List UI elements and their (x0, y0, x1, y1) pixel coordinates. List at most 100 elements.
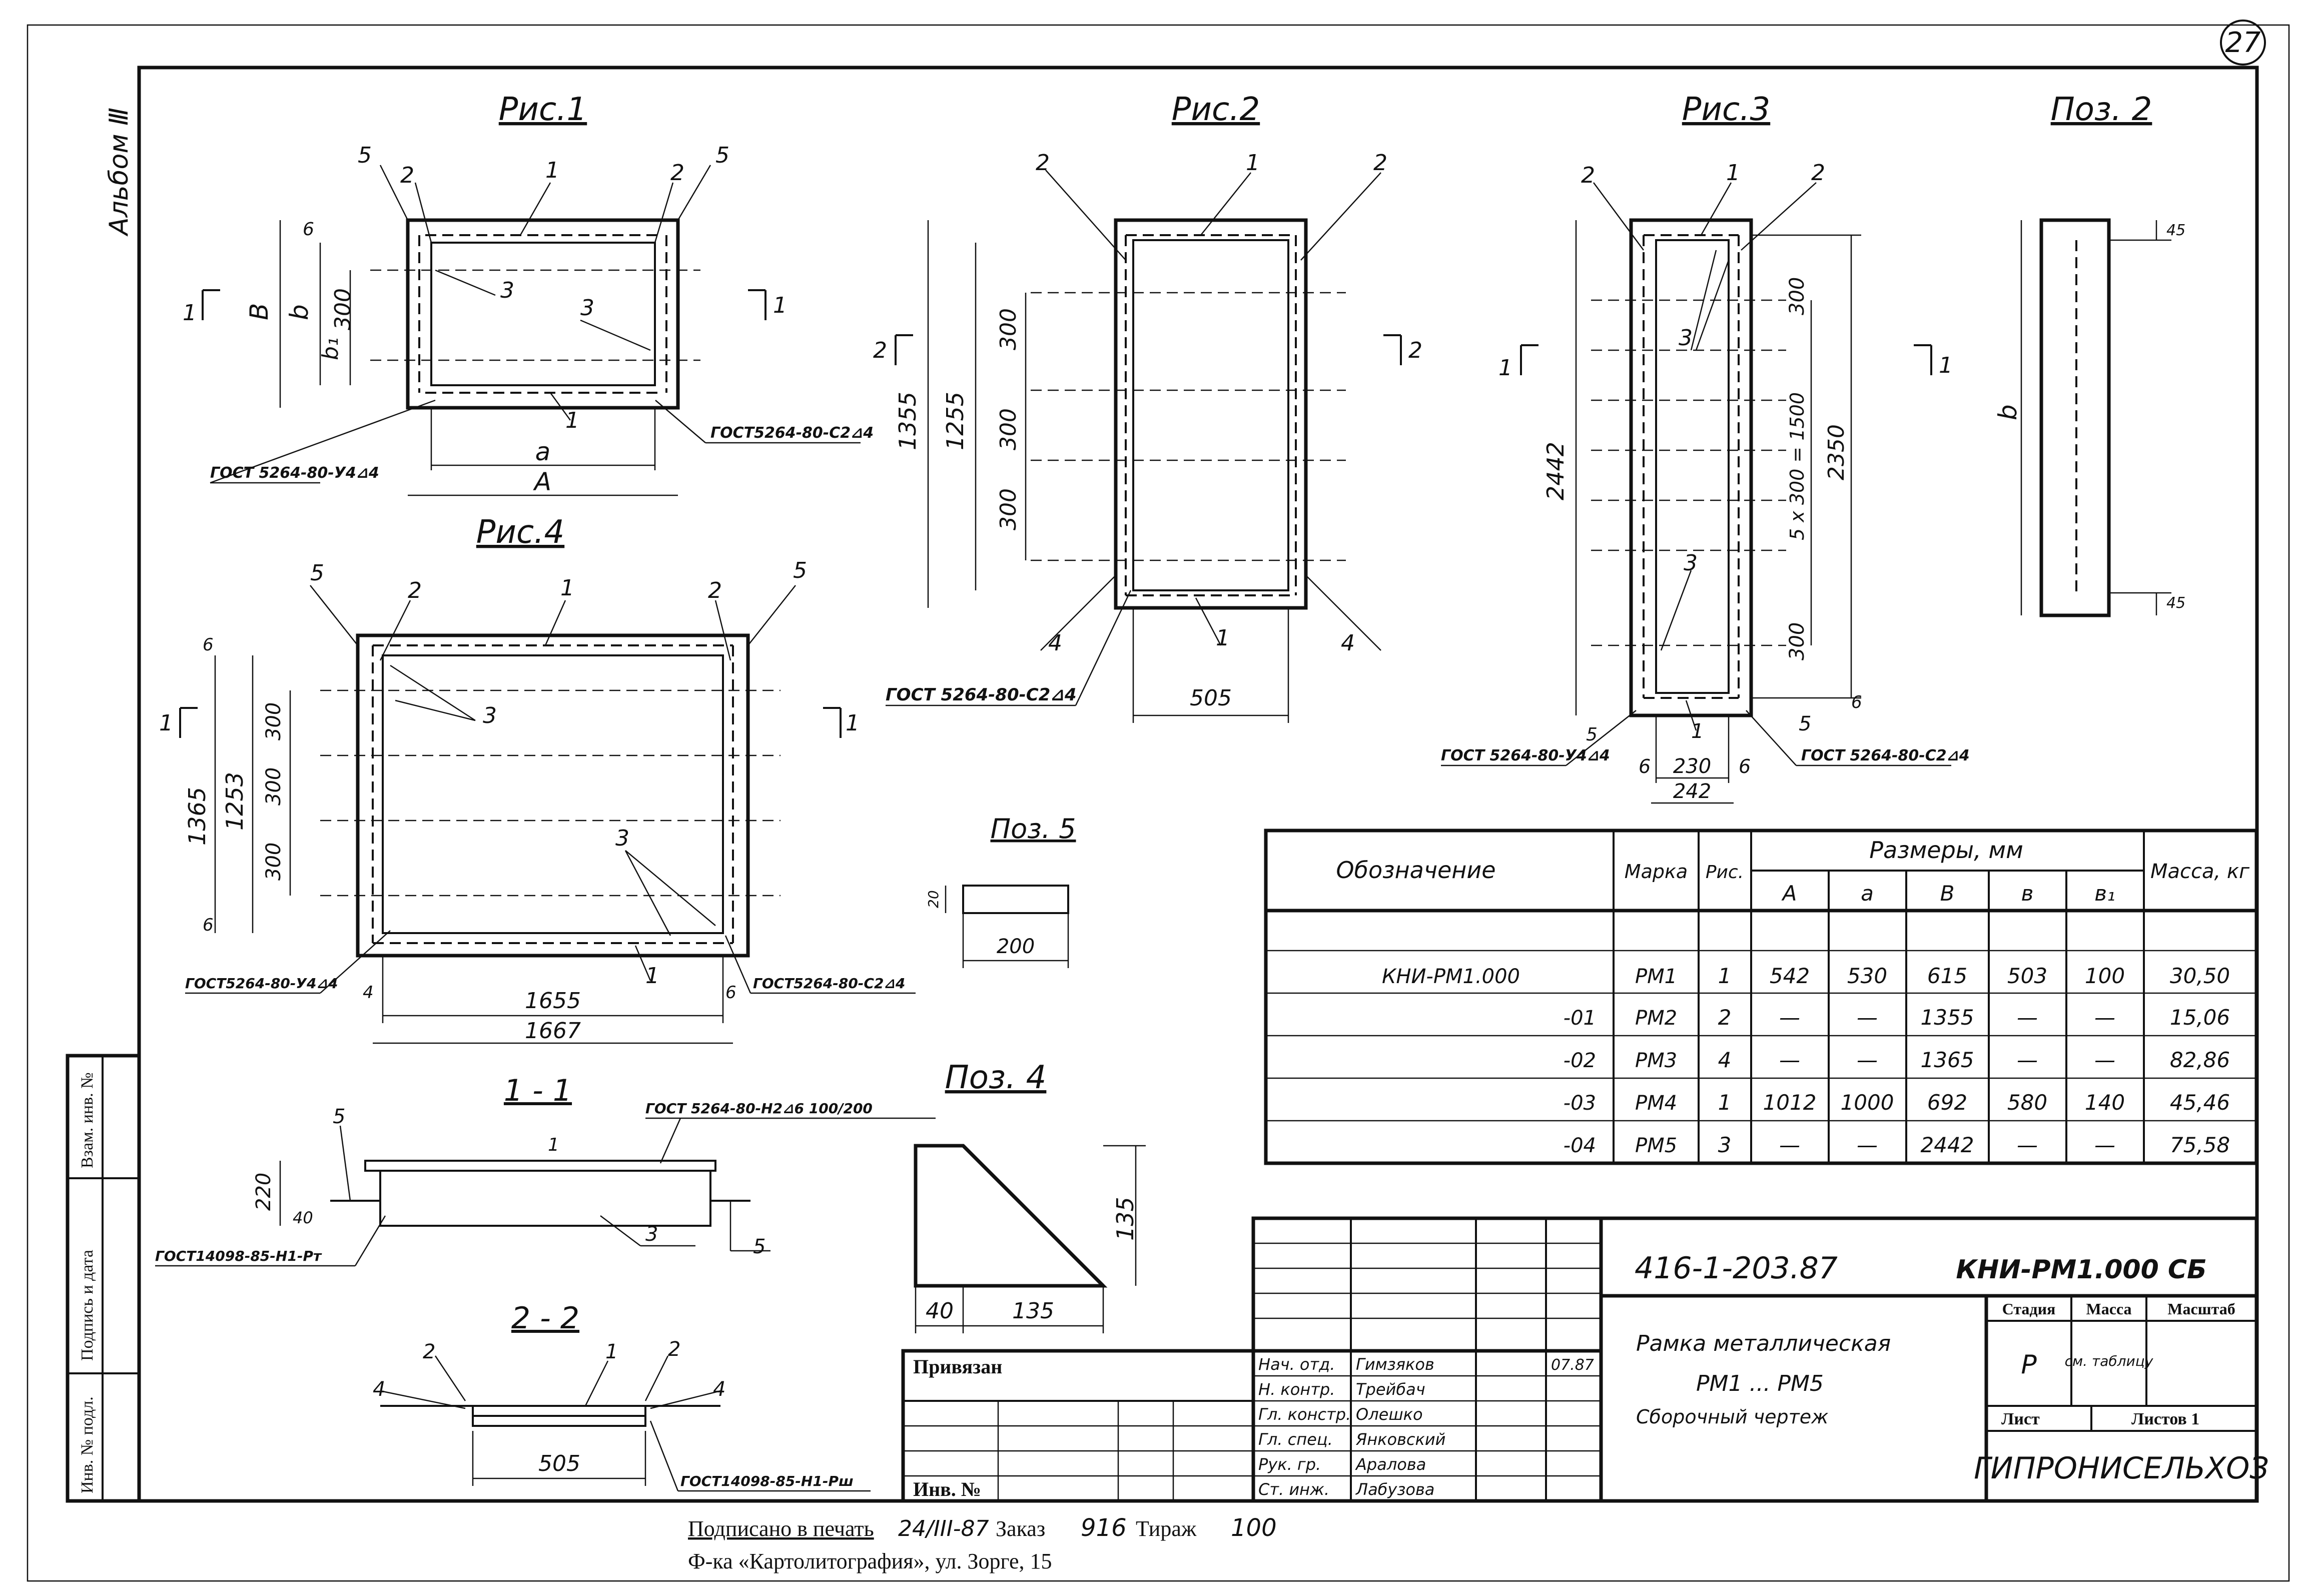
item-name-1: Рамка металлическая (1636, 1331, 1891, 1356)
cell-size: — (2017, 1133, 2038, 1157)
cell-size: — (1779, 1133, 1800, 1157)
svg-text:2: 2 (670, 160, 684, 186)
svg-text:1: 1 (159, 710, 173, 736)
svg-text:2: 2 (1373, 150, 1387, 176)
svg-text:2: 2 (873, 338, 887, 363)
th-mass: Масса, кг (2150, 860, 2250, 883)
svg-text:1255: 1255 (942, 392, 969, 450)
signer-name: Лабузова (1355, 1480, 1434, 1499)
cell-size: — (1857, 1005, 1878, 1030)
svg-text:2: 2 (1811, 160, 1825, 186)
svg-text:1: 1 (183, 300, 197, 326)
cell-mass: 45,46 (2170, 1090, 2230, 1115)
svg-text:1365: 1365 (184, 787, 211, 846)
svg-text:505: 505 (1190, 685, 1232, 711)
svg-text:1667: 1667 (525, 1018, 581, 1044)
cell-size: — (2017, 1048, 2038, 1072)
cell-mark: РМ5 (1635, 1134, 1677, 1157)
org-name: ГИПРОНИСЕЛЬХОЗ (1974, 1451, 2269, 1486)
svg-text:ГОСТ5264-80-С2⊿4: ГОСТ5264-80-С2⊿4 (753, 975, 905, 992)
cell-designation: -01 (1564, 1007, 1596, 1030)
svg-text:b: b (285, 304, 314, 320)
svg-text:505: 505 (538, 1451, 580, 1476)
svg-text:Стадия: Стадия (2002, 1300, 2056, 1318)
svg-text:135: 135 (1112, 1197, 1139, 1241)
svg-text:40: 40 (926, 1298, 954, 1324)
svg-text:ГОСТ 5264-80-У4⊿4: ГОСТ 5264-80-У4⊿4 (210, 464, 379, 482)
fig2-outer-rect (1114, 218, 1308, 610)
svg-text:3: 3 (615, 826, 629, 851)
signer-role: Нач. отд. (1258, 1355, 1335, 1374)
svg-text:2350: 2350 (1824, 424, 1849, 480)
svg-text:5: 5 (1799, 712, 1811, 735)
svg-text:2 - 2: 2 - 2 (511, 1301, 579, 1336)
th-size-col: А (1781, 881, 1797, 906)
tied-label: Привязан (913, 1355, 1002, 1378)
svg-text:ГОСТ 5264-80-Н2⊿6 100/200: ГОСТ 5264-80-Н2⊿6 100/200 (645, 1100, 873, 1117)
fig3-inner-rect (1655, 239, 1730, 694)
svg-text:6: 6 (725, 983, 736, 1003)
cell-fig: 2 (1718, 1005, 1732, 1030)
signer-name: Янковский (1355, 1430, 1445, 1449)
svg-text:1355: 1355 (894, 392, 921, 450)
svg-text:Подписано в печать: Подписано в печать (688, 1516, 874, 1541)
svg-text:5 х 300 = 1500: 5 х 300 = 1500 (1786, 392, 1808, 540)
cell-size: — (2094, 1048, 2115, 1072)
cell-mark: РМ4 (1635, 1092, 1677, 1115)
svg-text:4: 4 (1341, 630, 1355, 656)
svg-text:1: 1 (545, 158, 559, 183)
cell-size: — (2017, 1005, 2038, 1030)
section-2-2: 2 - 2 505 2 2 1 4 4 ГОСТ14098-85-Н1-Рш (373, 1301, 871, 1492)
svg-text:5: 5 (1586, 724, 1598, 745)
svg-text:b: b (1993, 404, 2022, 420)
project-code: 416-1-203.87 (1635, 1251, 1838, 1286)
svg-text:1: 1 (773, 293, 787, 318)
section-1-1: 1 - 1 220 40 5 1 3 5 ГОСТ 5264-80-Н2⊿6 1… (155, 1073, 936, 1267)
svg-text:6: 6 (303, 219, 314, 240)
svg-text:45: 45 (2166, 222, 2185, 239)
position-2: Поз. 2 45 45 b (1993, 91, 2185, 617)
cell-mass: 30,50 (2170, 964, 2230, 988)
svg-text:ГОСТ14098-85-Н1-Рт: ГОСТ14098-85-Н1-Рт (155, 1248, 322, 1264)
sheet-number: 27 (2225, 27, 2261, 59)
fig1-title: Рис.1 (499, 91, 587, 128)
svg-text:220: 220 (252, 1173, 275, 1211)
item-name-2: РМ1 ... РМ5 (1696, 1371, 1824, 1396)
svg-text:2442: 2442 (1542, 442, 1569, 500)
svg-text:1: 1 (565, 408, 579, 433)
svg-text:135: 135 (1012, 1298, 1054, 1324)
pos2-plate (2039, 218, 2111, 617)
album-label: Альбом Ⅲ (104, 108, 134, 237)
svg-text:Ф-ка «Картолитография», ул. Зо: Ф-ка «Картолитография», ул. Зорге, 15 (688, 1549, 1052, 1573)
svg-text:2: 2 (1036, 150, 1050, 176)
th-size-col: В (1940, 881, 1955, 906)
sec11-top-plate (364, 1160, 716, 1172)
cell-fig: 1 (1718, 964, 1732, 988)
svg-text:1: 1 (1216, 625, 1230, 651)
svg-text:40: 40 (293, 1208, 313, 1227)
fig1-outer-rect (406, 218, 680, 410)
mass-value: см. таблицу (2065, 1353, 2153, 1369)
svg-text:300: 300 (262, 702, 285, 740)
cell-size: 692 (1927, 1090, 1967, 1115)
svg-text:Лист: Лист (2001, 1410, 2040, 1428)
svg-text:1655: 1655 (525, 988, 581, 1014)
cell-mass: 82,86 (2170, 1048, 2230, 1072)
signer-name: Аралова (1355, 1455, 1426, 1474)
svg-text:5: 5 (310, 560, 324, 586)
svg-text:1: 1 (548, 1135, 559, 1155)
signer-date: 07.87 (1551, 1356, 1594, 1374)
svg-text:6: 6 (203, 635, 214, 655)
signer-role: Гл. спец. (1258, 1430, 1333, 1449)
signer-name: Трейбач (1356, 1380, 1425, 1399)
th-designation: Обозначение (1336, 857, 1495, 884)
cell-fig: 4 (1718, 1048, 1732, 1072)
cell-designation: -02 (1564, 1049, 1596, 1072)
pos5-strip (962, 885, 1069, 914)
cell-size: 1365 (1921, 1048, 1974, 1072)
svg-text:6: 6 (1851, 692, 1862, 712)
drawing-frame (137, 66, 2259, 1503)
cell-mark: РМ1 (1635, 965, 1677, 988)
cell-designation: -04 (1564, 1134, 1596, 1157)
cell-mark: РМ3 (1635, 1049, 1677, 1072)
